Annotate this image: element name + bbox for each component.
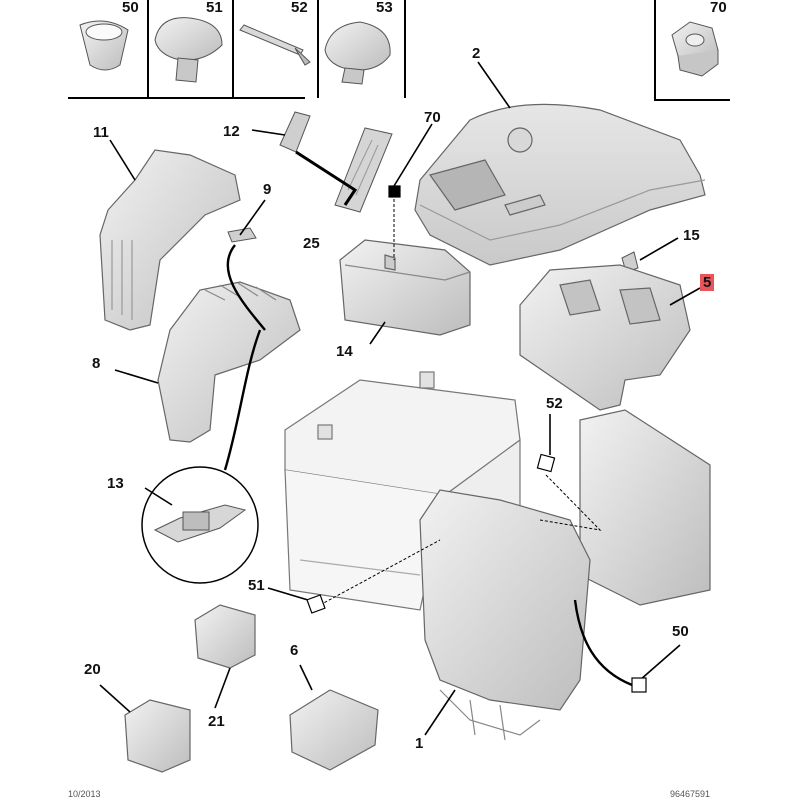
leader-lines bbox=[99, 61, 701, 736]
markers bbox=[306, 185, 647, 693]
label-part-51: 51 bbox=[248, 577, 265, 594]
clip-50-part bbox=[79, 20, 129, 71]
label-part-51-top: 51 bbox=[206, 0, 223, 16]
label-part-20: 20 bbox=[84, 661, 101, 678]
nut-70-part bbox=[671, 21, 719, 77]
footer-reference: 96467591 bbox=[670, 789, 711, 799]
label-part-9: 9 bbox=[263, 181, 272, 198]
fusebox-5-part bbox=[519, 264, 691, 411]
footer-date: 10/2013 bbox=[68, 789, 101, 799]
pin-52-part bbox=[239, 24, 311, 66]
label-part-14: 14 bbox=[336, 343, 353, 360]
label-part-70: 70 bbox=[424, 109, 441, 126]
fuse-13-detail bbox=[141, 466, 259, 584]
module-6-part bbox=[289, 689, 379, 771]
label-part-13: 13 bbox=[107, 475, 124, 492]
rivet-51-part bbox=[154, 17, 223, 83]
label-part-6: 6 bbox=[290, 642, 299, 659]
label-part-5-highlighted: 5 bbox=[700, 274, 715, 291]
part-25 bbox=[334, 127, 393, 213]
label-part-25: 25 bbox=[303, 235, 320, 252]
label-part-1: 1 bbox=[415, 735, 424, 752]
label-part-53-top: 53 bbox=[376, 0, 393, 16]
label-part-50: 50 bbox=[672, 623, 689, 640]
label-part-15: 15 bbox=[683, 227, 700, 244]
relay-20-part bbox=[124, 699, 191, 773]
label-part-70-top: 70 bbox=[710, 0, 727, 16]
part-11 bbox=[99, 149, 241, 331]
label-part-21: 21 bbox=[208, 713, 225, 730]
label-part-52: 52 bbox=[546, 395, 563, 412]
part-12 bbox=[279, 111, 311, 153]
bracket-8-part bbox=[157, 281, 301, 443]
top-parts-frame bbox=[68, 0, 730, 101]
part-9 bbox=[227, 227, 257, 243]
label-part-8: 8 bbox=[92, 355, 101, 372]
label-part-12: 12 bbox=[223, 123, 240, 140]
clip-53-part bbox=[324, 21, 391, 85]
relay-21-part bbox=[194, 604, 256, 669]
label-part-2: 2 bbox=[472, 45, 481, 62]
label-part-50-top: 50 bbox=[122, 0, 139, 16]
label-part-11: 11 bbox=[93, 124, 109, 141]
cover-2-part bbox=[414, 103, 706, 266]
tray-1-part bbox=[419, 409, 711, 741]
label-part-52-top: 52 bbox=[291, 0, 308, 16]
box-14-part bbox=[339, 239, 471, 336]
